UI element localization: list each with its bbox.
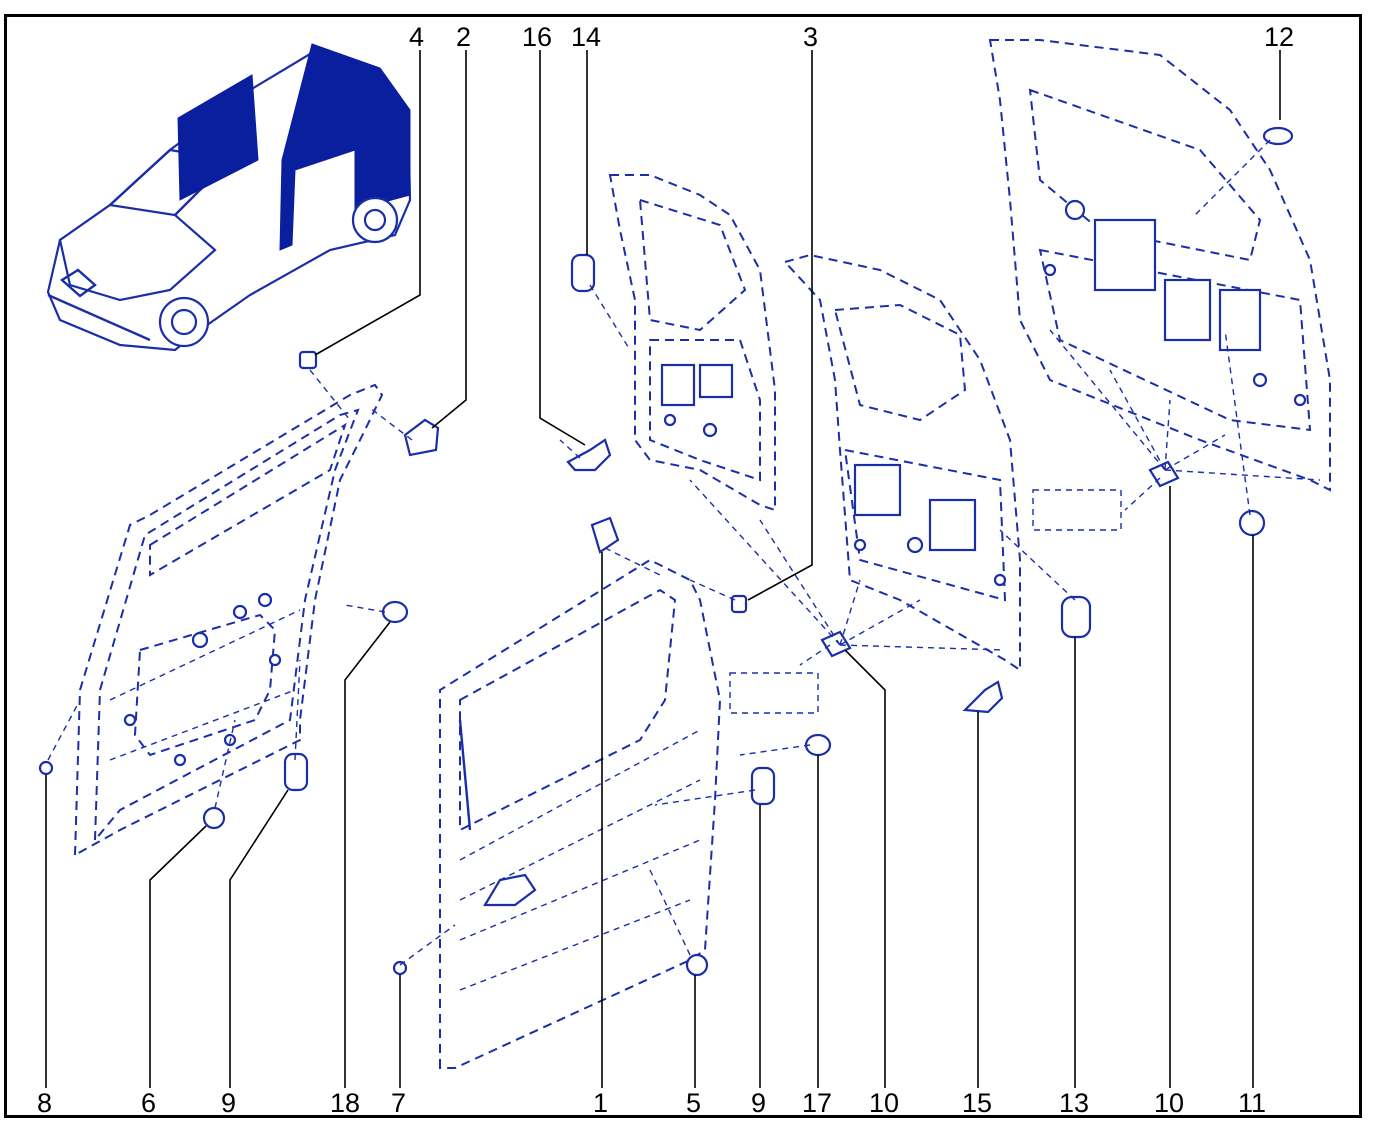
callout-8: 8: [37, 1088, 53, 1118]
callout-6: 6: [141, 1088, 157, 1118]
clip-4: [298, 350, 318, 370]
callout-2: 2: [456, 22, 472, 52]
bracket-10b: [1148, 460, 1180, 488]
callout-9-center: 9: [751, 1088, 767, 1118]
outer-sliding-door: [439, 558, 819, 1069]
plug-18: [381, 600, 409, 624]
callout-9-left: 9: [221, 1088, 237, 1118]
diagram-frame: [4, 14, 1362, 1118]
callout-7: 7: [391, 1088, 407, 1118]
plug-14: [570, 253, 596, 293]
grommet-11: [1238, 509, 1266, 537]
grommet-12: [1262, 126, 1294, 146]
vehicle-thumbnail: [46, 43, 412, 352]
callout-12: 12: [1264, 22, 1295, 52]
plug-7: [392, 960, 408, 976]
callout-10-center: 10: [869, 1088, 900, 1118]
nut-6: [202, 806, 226, 830]
nut-5: [685, 953, 709, 977]
callout-1: 1: [593, 1088, 609, 1118]
leader-lines: [45, 50, 1281, 1088]
callout-17: 17: [802, 1088, 833, 1118]
plug-13: [1060, 595, 1092, 639]
callout-13: 13: [1059, 1088, 1090, 1118]
push-pin-15: [962, 680, 1004, 714]
callout-14: 14: [571, 22, 602, 52]
plug-9b: [750, 766, 776, 806]
plug-9a: [283, 752, 309, 792]
callout-16: 16: [522, 22, 553, 52]
inner-door-panel-center: [783, 253, 1122, 672]
fasteners: [38, 126, 1294, 977]
callout-15: 15: [962, 1088, 993, 1118]
inner-door-panel-middle: [608, 174, 776, 512]
assembly-arrows: [47, 139, 1321, 966]
plug-8: [38, 760, 54, 776]
callout-3: 3: [803, 22, 819, 52]
callout-5: 5: [686, 1088, 702, 1118]
inner-door-panel-right: [988, 39, 1331, 492]
clip-2: [403, 418, 440, 457]
inner-door-panel-left: [73, 383, 384, 857]
bracket-10a: [820, 630, 852, 658]
callout-11: 11: [1238, 1088, 1267, 1118]
highlighted-side-door: [177, 74, 259, 201]
push-pin-16: [566, 438, 612, 472]
callout-10-right: 10: [1154, 1088, 1185, 1118]
callout-18: 18: [330, 1088, 361, 1118]
bush-3: [730, 594, 748, 614]
clip-1: [590, 516, 620, 554]
callout-4: 4: [409, 22, 425, 52]
